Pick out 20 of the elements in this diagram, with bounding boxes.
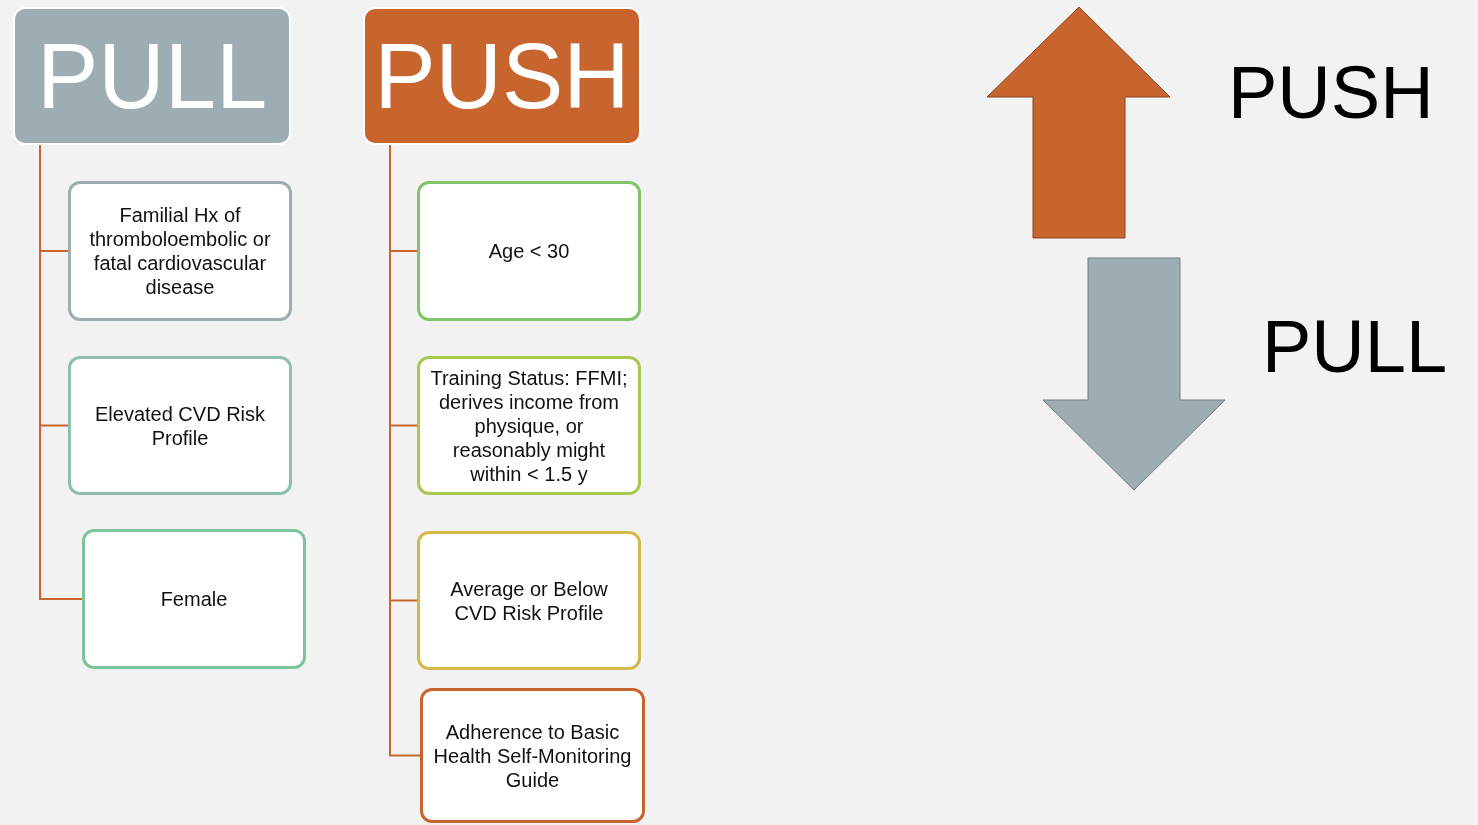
criteria-box	[68, 356, 292, 495]
criteria-box	[417, 531, 641, 670]
header-box	[363, 7, 641, 145]
criteria-text: Familial Hx of thromboloembolic or fatal cardiovascular disease	[88, 203, 272, 299]
arrow-label: PUSH	[1228, 56, 1434, 130]
arrow-label: PULL	[1262, 310, 1448, 384]
header-box	[13, 7, 291, 145]
criteria-text: Training Status: FFMI; derives income from physique, or reasonably might within < 1.5 y	[429, 365, 629, 486]
criteria-text: Adherence to Basic Health Self-Monitoring Guide	[432, 719, 633, 792]
criteria-text: Female	[160, 587, 228, 611]
header-text: PULL	[36, 30, 268, 122]
criteria-box	[417, 356, 641, 495]
criteria-box	[420, 688, 645, 823]
criteria-box	[68, 181, 292, 321]
criteria-box	[417, 181, 641, 321]
header-text: PUSH	[374, 30, 630, 122]
criteria-box	[82, 529, 306, 669]
criteria-text: Average or Below CVD Risk Profile	[449, 576, 609, 625]
criteria-text: Elevated CVD Risk Profile	[93, 401, 267, 450]
criteria-text: Age < 30	[488, 239, 570, 263]
